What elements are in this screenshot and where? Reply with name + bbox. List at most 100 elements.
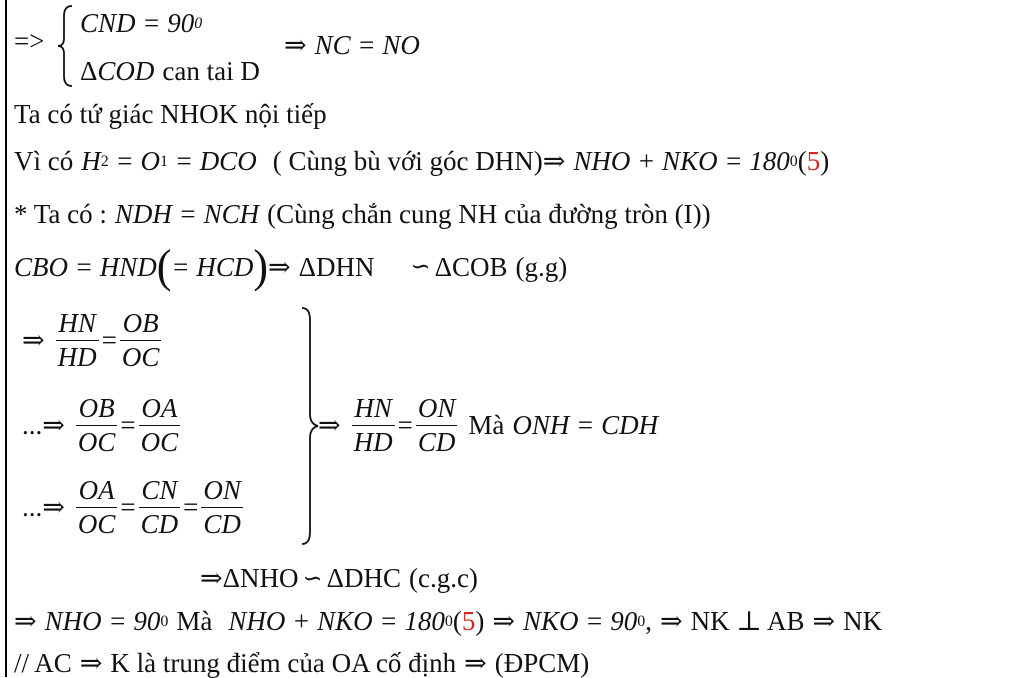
l10-implies-1: ⇒ <box>14 606 37 636</box>
f3-c-den: CD <box>201 507 243 539</box>
l5-tri-2: ΔCOB <box>434 251 508 282</box>
l10-eq-2: NHO + NKO = 180 <box>228 606 445 636</box>
l9-reason: (c.g.c) <box>408 563 478 593</box>
l5-eq2: = HCD <box>171 251 254 282</box>
f1-b-den: OC <box>119 340 162 372</box>
f2-eq: = <box>120 410 136 440</box>
l3-eq2: = DCO <box>167 146 257 176</box>
l9-tri-1: ΔNHO <box>222 563 299 593</box>
l9-implies: ⇒ <box>200 563 223 593</box>
f1-a-num: HN <box>58 308 96 338</box>
fr-angle-eq: ONH = CDH <box>512 410 659 440</box>
l3-implies: ⇒ <box>542 146 566 176</box>
l5-reason: (g.g) <box>515 251 568 282</box>
left-border-line <box>5 0 7 677</box>
l11-parallel: // AC <box>14 648 72 678</box>
l9-similar-sign: ∽ <box>302 565 323 592</box>
l5-implies: ⇒ <box>268 251 291 282</box>
fr-a-num: HN <box>354 393 392 423</box>
line-1-prefix: => <box>14 28 44 55</box>
l10-perpendicular: NK ⊥ AB <box>690 606 805 636</box>
l10-text-2: NK <box>843 606 883 636</box>
l3-o: O <box>140 146 160 176</box>
l10-eq-1: NHO = 90 <box>44 606 161 636</box>
f3-a-num: OA <box>78 475 115 505</box>
f1-a-den: HD <box>55 340 99 372</box>
f1-b-num: OB <box>122 308 159 338</box>
l10-implies-3: ⇒ <box>659 606 683 636</box>
l3-ref-number: 5 <box>806 146 821 176</box>
l9-tri-2: ΔDHC <box>326 563 401 593</box>
line-11: // AC ⇒ K là trung điểm của OA cố định ⇒… <box>14 650 589 677</box>
f2-b-num: OA <box>141 393 178 423</box>
f1-implies: ⇒ <box>22 325 45 355</box>
l5-tri-1: ΔDHN <box>298 251 375 282</box>
f3-b-num: CN <box>141 475 178 505</box>
l3-sum-eq: NHO + NKO = 180 <box>573 146 790 176</box>
l1-prefix: => <box>14 26 45 56</box>
l1-text: can tai D <box>162 56 260 86</box>
f3-b-den: CD <box>138 507 181 539</box>
line-4: * Ta có : NDH = NCH (Cùng chắn cung NH c… <box>14 201 711 228</box>
l1-angle-eq: CND = 90 <box>80 8 195 38</box>
f2-a-num: OB <box>78 393 115 423</box>
f2-dots: ... <box>22 410 43 440</box>
l1-implies: ⇒ <box>284 30 307 60</box>
l1-delta: Δ <box>80 56 98 86</box>
l3-rparen: ) <box>820 146 830 176</box>
l4-text-2: (Cùng chắn cung NH của đường tròn (I)) <box>267 199 711 229</box>
f3-a-den: OC <box>75 507 118 539</box>
l11-implies-2: ⇒ <box>464 648 487 678</box>
line-9: ⇒ ΔNHO ∽ ΔDHC (c.g.c) <box>200 565 478 592</box>
l1-result-line: ⇒NC = NO <box>284 32 420 59</box>
l10-eq-3: NKO = 90 <box>522 606 638 636</box>
l2-text: Ta có tứ giác NHOK nội tiếp <box>14 99 327 129</box>
f3-c-num: ON <box>203 475 241 505</box>
l5-similar-sign: ∽ <box>410 254 431 280</box>
l3-h: H <box>81 146 101 176</box>
f3-dots: ... <box>22 492 43 522</box>
l11-conclusion: (ĐPCM) <box>494 648 590 678</box>
l11-implies-1: ⇒ <box>79 648 103 678</box>
l3-text-1: Vì có <box>14 146 74 176</box>
f3-eq-2: = <box>183 492 199 522</box>
left-brace-system <box>57 5 73 87</box>
l3-text-2: ( Cùng bù với góc DHN) <box>272 146 543 176</box>
l10-implies-4: ⇒ <box>812 606 836 636</box>
l1-result: NC = NO <box>314 30 420 60</box>
f2-implies: ⇒ <box>42 410 65 440</box>
l10-rparen: ) <box>475 606 485 636</box>
l4-eq: NDH = NCH <box>114 199 260 229</box>
l10-ref-number: 5 <box>461 606 476 636</box>
l5-lparen: ( <box>156 240 172 293</box>
f1-eq: = <box>101 325 117 355</box>
line-5: CBO = HND ( = HCD ) ⇒ ΔDHN ∽ ΔCOB (g.g) <box>14 240 568 293</box>
fr-b-num: ON <box>417 393 456 423</box>
l10-implies-2: ⇒ <box>492 606 515 636</box>
fr-eq: = <box>397 410 413 440</box>
f2-a-den: OC <box>75 425 118 457</box>
l10-comma: , <box>645 606 652 636</box>
fr-text: Mà <box>468 410 505 440</box>
l10-lparen: ( <box>452 606 462 636</box>
line-2: Ta có tứ giác NHOK nội tiếp <box>14 101 327 128</box>
f3-eq-1: = <box>120 492 136 522</box>
